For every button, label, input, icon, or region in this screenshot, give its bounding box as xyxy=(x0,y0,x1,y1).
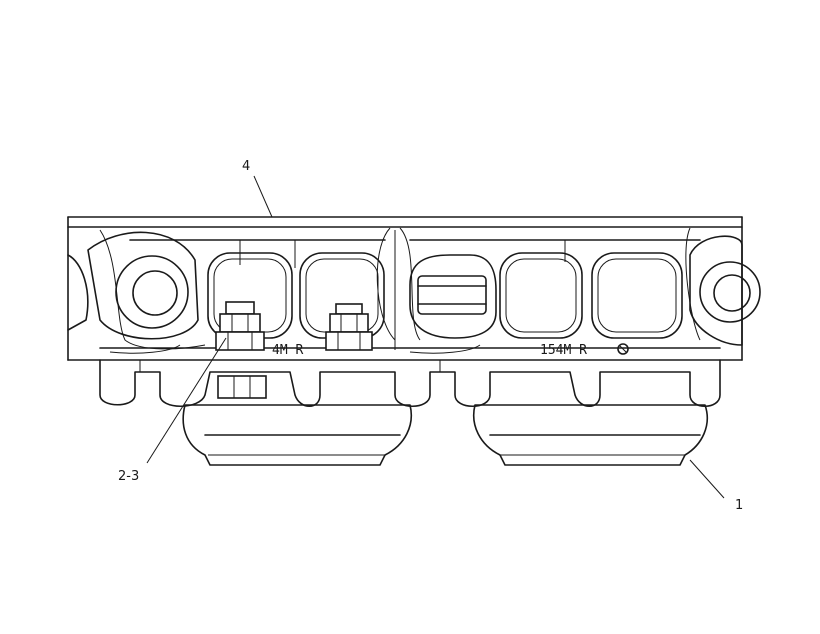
head-body xyxy=(67,216,743,361)
callout-4: 4 xyxy=(242,159,250,174)
round-port-left xyxy=(87,231,199,340)
leader-2-3 xyxy=(146,337,227,464)
pad-left xyxy=(182,404,412,466)
casting-contours xyxy=(99,227,701,354)
circled-symbol xyxy=(617,343,629,355)
lower-flange xyxy=(99,359,721,408)
callout-1: 1 xyxy=(735,498,743,513)
casting-mark-left: 4M R xyxy=(272,343,303,358)
leader-4 xyxy=(253,175,273,218)
round-port-right xyxy=(689,235,761,346)
callout-2-3: 2-3 xyxy=(118,469,139,484)
port-4 xyxy=(499,252,583,339)
stud-nut-left xyxy=(215,301,265,351)
edge-port-left xyxy=(67,254,89,331)
leader-1 xyxy=(689,459,725,499)
lower-block-left xyxy=(217,375,267,399)
port-3 xyxy=(409,254,497,339)
port-5 xyxy=(591,252,683,339)
casting-mark-right: 154M R xyxy=(540,343,587,358)
pad-right xyxy=(473,404,709,466)
stud-nut-right xyxy=(325,303,373,351)
